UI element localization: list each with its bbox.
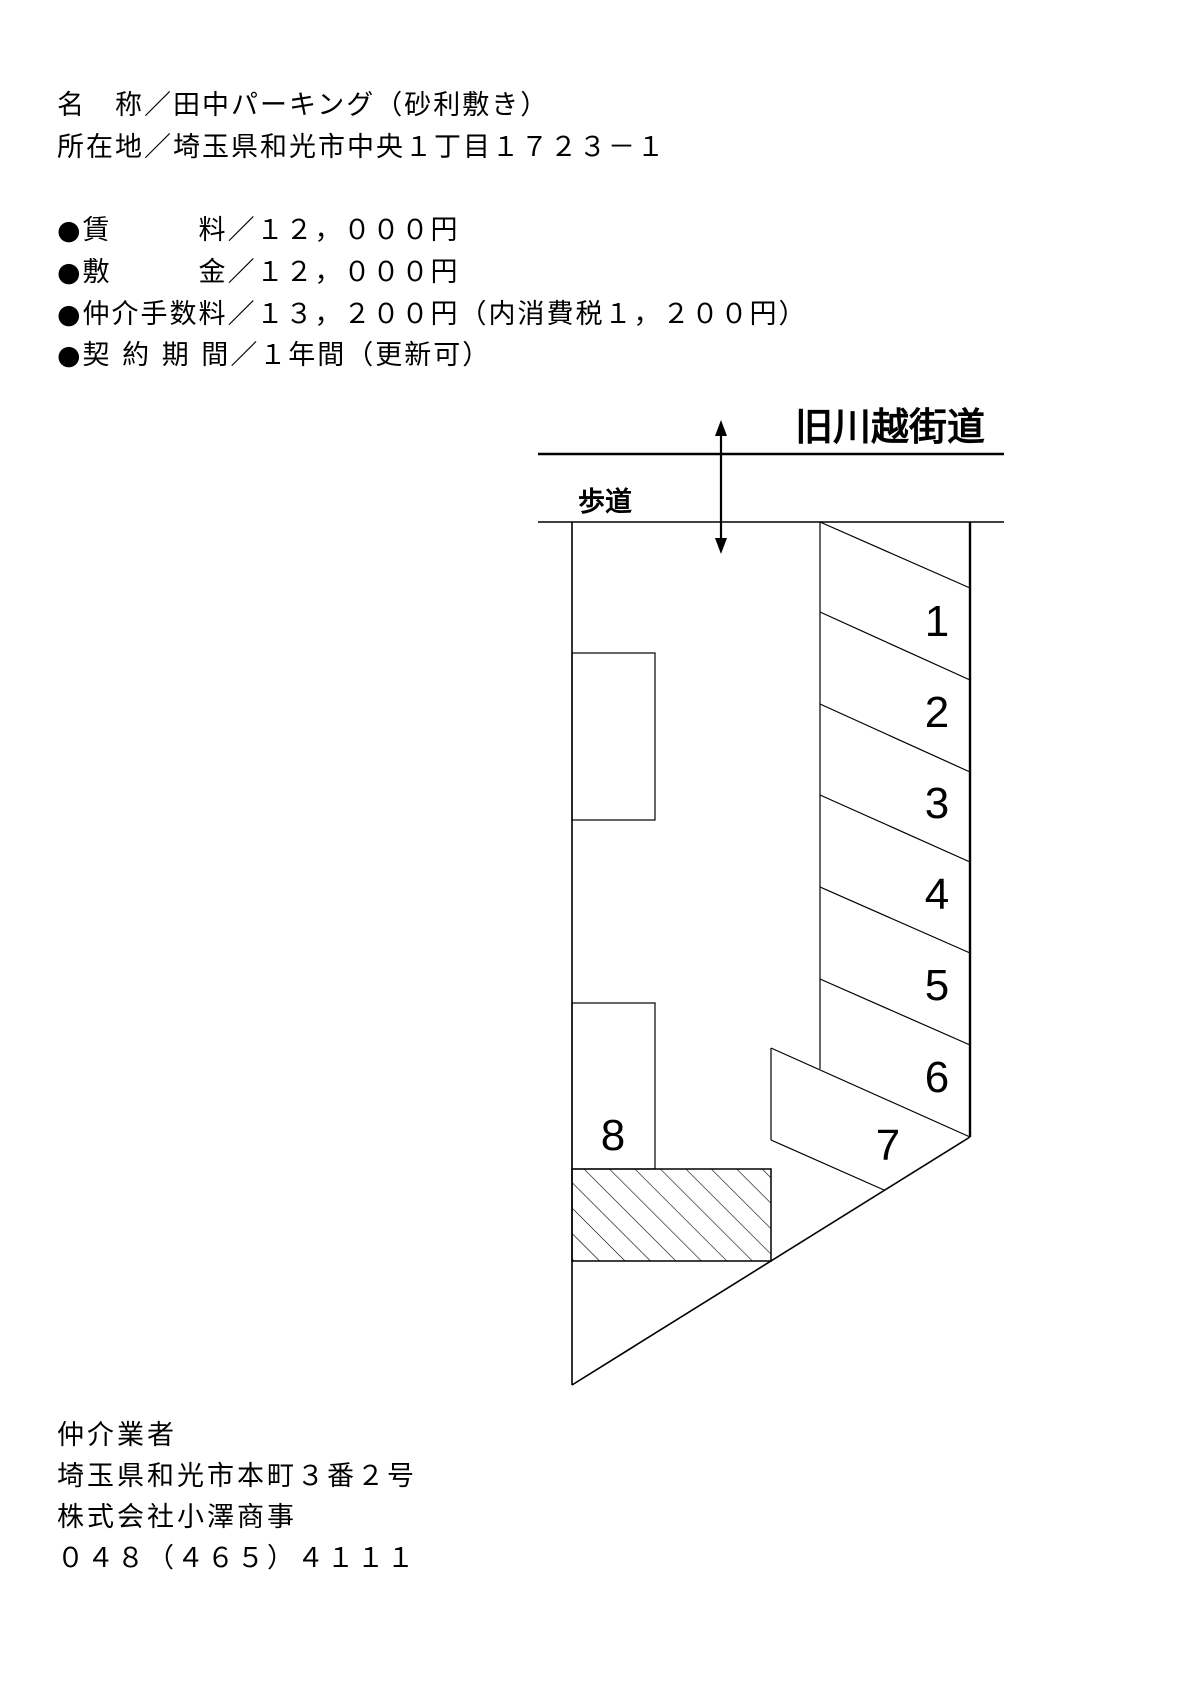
- term-label: ●契 約 期 間: [57, 340, 231, 371]
- stall-number-3: 3: [925, 779, 949, 828]
- term-deposit: ●敷 金／１２，０００円: [57, 257, 460, 289]
- term-brokerage-fee: ●仲介手数料／１３，２００円（内消費税１，２００円）: [57, 299, 808, 331]
- stall-number-8: 8: [601, 1111, 625, 1160]
- stall-number-2: 2: [925, 688, 949, 737]
- property-address: 所在地／埼玉県和光市中央１丁目１７２３－１: [57, 132, 666, 163]
- road-name-label: 旧川越街道: [795, 405, 985, 449]
- stall-number-1: 1: [925, 597, 949, 646]
- broker-heading: 仲介業者: [57, 1420, 177, 1451]
- sidewalk-label: 歩道: [578, 486, 632, 518]
- term-label: ●敷 金: [57, 257, 228, 288]
- term-value: ／１２，０００円: [227, 215, 460, 246]
- entrance-double-arrow-icon: [715, 420, 727, 554]
- broker-address: 埼玉県和光市本町３番２号: [57, 1461, 417, 1492]
- broker-company: 株式会社小澤商事: [57, 1502, 297, 1533]
- stall-number-5: 5: [925, 961, 949, 1010]
- stall-number-7: 7: [876, 1121, 900, 1170]
- hatched-restricted-area: [571, 1168, 772, 1262]
- term-rent: ●賃 料／１２，０００円: [57, 215, 460, 247]
- stall-number-4: 4: [925, 870, 949, 919]
- term-value: ／１３，２００円（内消費税１，２００円）: [227, 299, 808, 330]
- stall-number-6: 6: [925, 1053, 949, 1102]
- term-contract-period: ●契 約 期 間／１年間（更新可）: [57, 340, 491, 372]
- term-label: ●仲介手数料: [57, 299, 228, 330]
- term-value: ／１年間（更新可）: [230, 340, 492, 371]
- stall-column-right: [770, 521, 971, 1191]
- term-label: ●賃 料: [57, 215, 228, 246]
- left-structure-upper: [571, 652, 656, 821]
- term-value: ／１２，０００円: [227, 257, 460, 288]
- property-name: 名 称／田中パーキング（砂利敷き）: [57, 90, 550, 121]
- broker-phone: ０４８（４６５）４１１１: [57, 1543, 417, 1574]
